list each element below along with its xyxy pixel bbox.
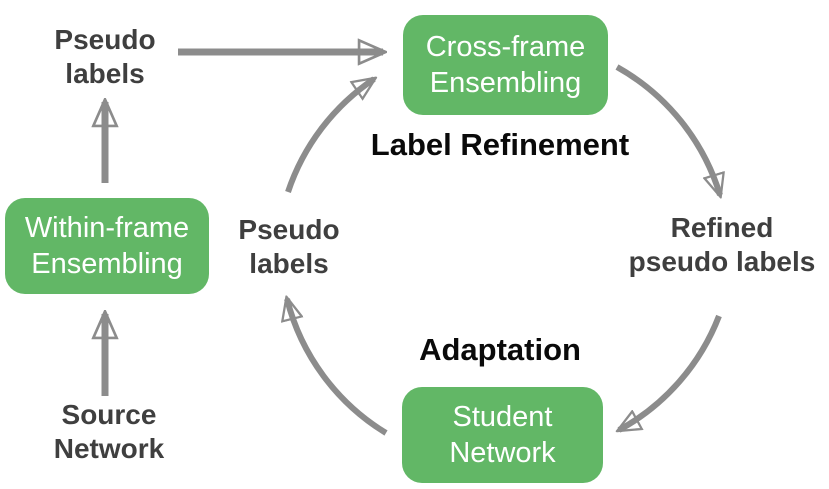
- box-label-line: Cross-frame: [425, 31, 586, 63]
- label-line: Pseudo: [54, 24, 156, 55]
- box-label-line: Student: [452, 401, 553, 433]
- label-line: Source: [61, 399, 157, 430]
- arrow-student-network-to-pseudo-center: [287, 299, 388, 436]
- box-label-line: Network: [449, 437, 556, 469]
- refined-pseudo-labels-label: Refined pseudo labels: [615, 211, 829, 279]
- label-line: labels: [65, 58, 145, 89]
- pseudo-labels-center-label: Pseudo labels: [209, 213, 369, 281]
- arrow-refined-to-student-network: [619, 314, 722, 433]
- label-line: Network: [53, 433, 165, 464]
- within-frame-ensembling-box: Within-frame Ensembling: [5, 198, 209, 294]
- arrow-cross-frame-to-refined: [615, 64, 720, 195]
- label-line: Pseudo: [238, 214, 340, 245]
- box-label-line: Ensembling: [429, 67, 582, 99]
- box-label-line: Ensembling: [31, 248, 183, 280]
- adaptation-stage-title: Adaptation: [419, 332, 581, 367]
- label-line: pseudo labels: [628, 246, 816, 277]
- pseudo-labels-top-label: Pseudo labels: [25, 23, 185, 91]
- label-line: Refined: [670, 212, 774, 243]
- source-network-label: Source Network: [29, 398, 189, 466]
- label-refinement-stage-title: Label Refinement: [370, 127, 630, 162]
- cross-frame-ensembling-box: Cross-frame Ensembling: [403, 15, 608, 115]
- arrow-pseudo-center-to-cross-frame: [285, 79, 374, 193]
- student-network-box: Student Network: [402, 387, 603, 483]
- label-line: labels: [249, 248, 329, 279]
- box-label-line: Within-frame: [24, 212, 190, 244]
